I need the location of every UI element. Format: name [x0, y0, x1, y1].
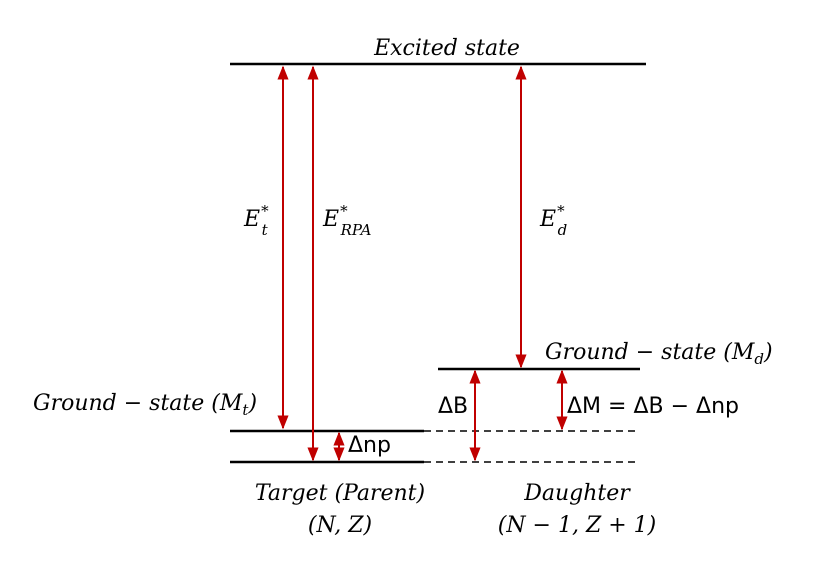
et-label: E*t	[243, 202, 269, 239]
erpa-label: E*RPA	[322, 202, 372, 239]
delta-m-equation: ΔM = ΔB − Δnp	[567, 394, 739, 419]
ground-state-target-label: Ground − state (Mt)	[33, 391, 257, 419]
delta-b-label: ΔB	[438, 394, 468, 419]
ed-label: E*d	[539, 202, 567, 239]
delta-np-label: Δnp	[348, 433, 391, 458]
daughter-name-label: Daughter	[523, 481, 631, 506]
excited-state-label: Excited state	[373, 36, 520, 61]
ground-state-daughter-label: Ground − state (Md)	[545, 340, 773, 368]
daughter-nz-label: (N − 1, Z + 1)	[498, 513, 657, 538]
target-name-label: Target (Parent)	[255, 481, 425, 506]
target-nz-label: (N, Z)	[308, 513, 372, 538]
